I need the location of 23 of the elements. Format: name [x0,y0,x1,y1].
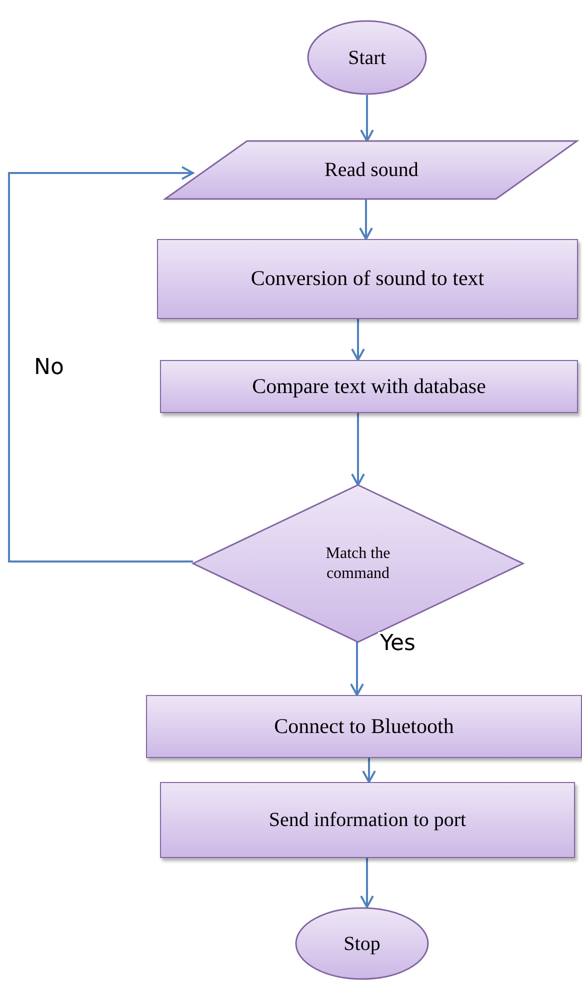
process-box [160,782,575,858]
arrow [351,413,365,486]
process-box [160,360,578,413]
node-label: Stop [344,932,380,956]
node-label: Match the command [324,544,392,583]
process-box [146,695,582,758]
node-label: Start [348,46,386,70]
node-label: Read sound [324,158,418,182]
node-label: Conversion of sound to text [250,266,484,292]
arrow [351,319,365,361]
terminal-ellipse [295,907,429,980]
terminal-ellipse [307,20,427,95]
arrow [360,95,374,142]
process-box [157,239,578,319]
arrow [362,758,376,783]
arrow [359,199,373,240]
node-label: Compare text with database [252,374,486,400]
arrow [8,166,194,562]
arrow [350,642,364,696]
arrow [360,858,374,908]
input-parallelogram [165,141,578,199]
node-label: Send information to port [268,808,466,832]
node-label: Connect to Bluetooth [274,714,454,740]
